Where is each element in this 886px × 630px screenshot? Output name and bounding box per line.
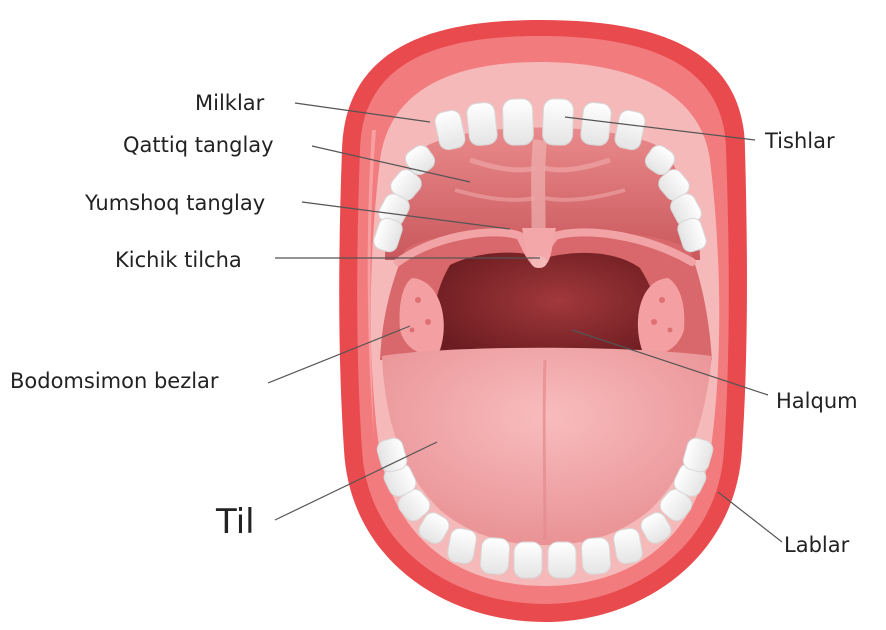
tongue-groove [544, 360, 545, 540]
label-gums: Milklar [195, 91, 265, 115]
leader-lips [718, 492, 782, 542]
tonsil-right-spot [651, 319, 657, 325]
upper-tooth [542, 98, 574, 145]
tonsil-left-spot [415, 297, 421, 303]
label-tonsils: Bodomsimon bezlar [10, 369, 219, 393]
label-tongue: Til [215, 502, 255, 542]
upper-tooth [502, 98, 534, 145]
upper-tooth [580, 102, 612, 147]
label-pharynx: Halqum [776, 389, 858, 413]
label-soft-palate: Yumshoq tanglay [84, 191, 265, 215]
lower-tooth [581, 537, 611, 575]
lower-tooth [480, 537, 510, 575]
tonsil-right-spot [668, 328, 673, 333]
label-lips: Lablar [784, 533, 850, 557]
label-teeth: Tishlar [764, 129, 835, 153]
lower-tooth [548, 542, 576, 578]
tonsil-left-spot [425, 319, 431, 325]
tonsil-left-spot [410, 328, 415, 333]
label-uvula: Kichik tilcha [115, 248, 242, 272]
pharynx [433, 253, 662, 360]
label-hard-palate: Qattiq tanglay [123, 133, 274, 157]
lower-tooth [514, 542, 542, 578]
tonsil-right-spot [659, 297, 665, 303]
upper-tooth [466, 102, 498, 147]
